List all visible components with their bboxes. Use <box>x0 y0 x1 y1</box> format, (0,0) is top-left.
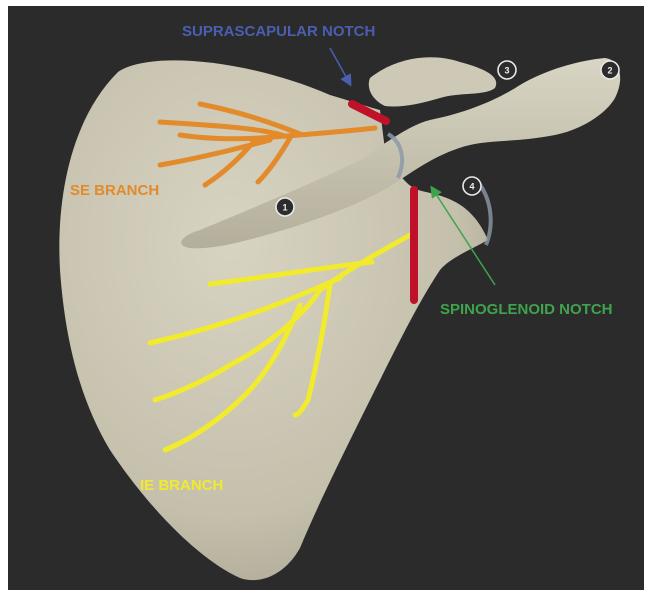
marker-3-label: 3 <box>504 66 509 76</box>
marker-2-label: 2 <box>607 66 612 76</box>
marker-1-label: 1 <box>282 203 287 213</box>
marker-4-label: 4 <box>469 182 474 192</box>
marker-4: 4 <box>463 177 481 195</box>
marker-1: 1 <box>276 198 294 216</box>
spinoglenoid-notch-label: SPINOGLENOID NOTCH <box>440 301 613 318</box>
marker-2: 2 <box>601 61 619 79</box>
ie-branch-label: IE BRANCH <box>140 477 223 494</box>
suprascapular-notch-label: SUPRASCAPULAR NOTCH <box>182 23 375 40</box>
se-branch-label: SE BRANCH <box>70 182 159 199</box>
marker-3: 3 <box>498 61 516 79</box>
